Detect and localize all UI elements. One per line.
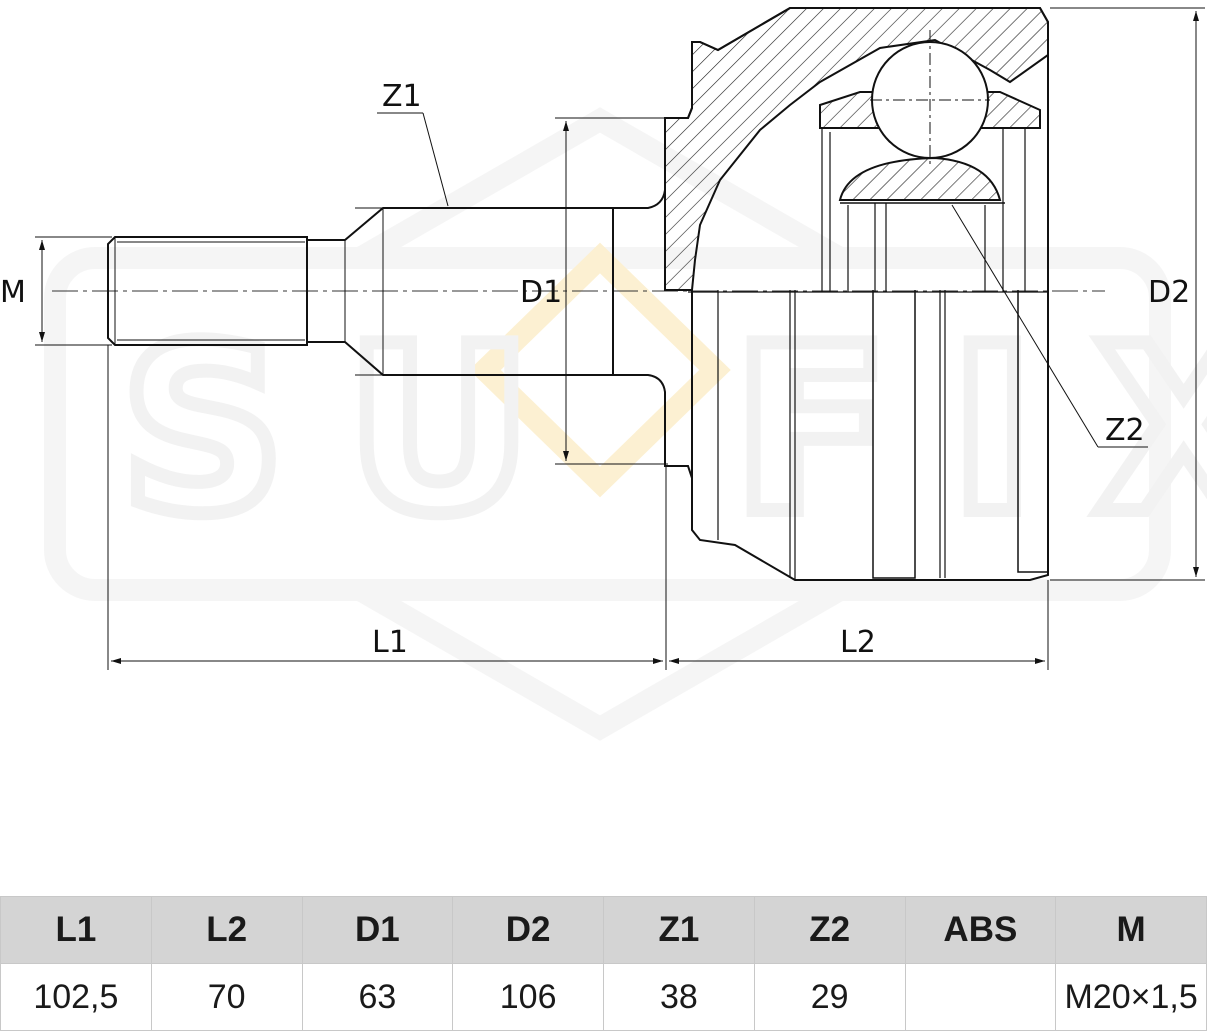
header-d1: D1 <box>301 896 454 964</box>
spec-value-row: 102,5 70 63 106 38 29 M20×1,5 <box>0 963 1207 1031</box>
value-abs <box>904 963 1057 1031</box>
label-z2: Z2 <box>1105 413 1145 448</box>
label-l2: L2 <box>840 625 876 660</box>
bell-section-hatch <box>664 7 1049 291</box>
label-l1: L1 <box>372 625 408 660</box>
dim-m <box>35 236 112 346</box>
label-d2: D2 <box>1148 275 1190 310</box>
header-z1: Z1 <box>603 896 755 964</box>
value-d1: 63 <box>301 963 454 1031</box>
header-d2: D2 <box>452 896 604 964</box>
inner-race <box>819 30 1041 292</box>
label-m: M <box>0 275 26 310</box>
value-z2: 29 <box>753 963 906 1031</box>
label-d1: D1 <box>520 275 562 310</box>
watermark-text: SU FIX <box>120 298 1207 565</box>
dim-d2 <box>1050 7 1205 581</box>
bell-body <box>688 290 1048 580</box>
label-z1: Z1 <box>382 79 422 114</box>
dim-l1-l2 <box>107 345 1049 670</box>
shaft-flange <box>613 7 1049 581</box>
threaded-stub <box>107 207 614 376</box>
spec-table: L1 L2 D1 D2 Z1 Z2 ABS M 102,5 70 63 106 … <box>0 896 1207 1031</box>
value-d2: 106 <box>452 963 604 1031</box>
header-abs: ABS <box>904 896 1057 964</box>
spec-header-row: L1 L2 D1 D2 Z1 Z2 ABS M <box>0 896 1207 964</box>
header-z2: Z2 <box>753 896 906 964</box>
cv-joint-drawing: SU FIX <box>0 7 1207 741</box>
dim-d1 <box>555 117 668 465</box>
value-m: M20×1,5 <box>1055 963 1207 1031</box>
leader-z1 <box>377 112 449 207</box>
header-l2: L2 <box>150 896 303 964</box>
value-l2: 70 <box>150 963 303 1031</box>
header-l1: L1 <box>0 896 152 964</box>
leader-z2 <box>951 204 1148 448</box>
header-m: M <box>1055 896 1207 964</box>
watermark-logo: SU FIX <box>44 107 1207 741</box>
value-l1: 102,5 <box>0 963 152 1031</box>
value-z1: 38 <box>603 963 755 1031</box>
